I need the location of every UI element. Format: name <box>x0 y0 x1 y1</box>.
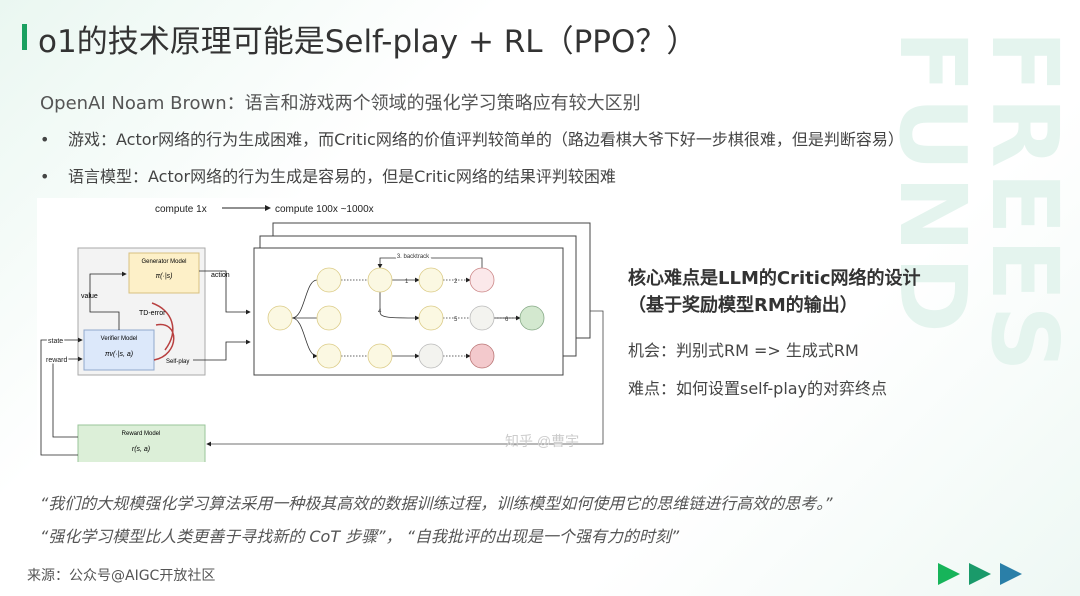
core-line-1: 核心难点是LLM的Critic网络的设计 <box>628 268 921 289</box>
step-1-label: 1 <box>405 279 409 285</box>
core-difficulty: 核心难点是LLM的Critic网络的设计 （基于奖励模型RM的输出） <box>628 265 921 319</box>
opportunity-text: 机会：判别式RM => 生成式RM <box>628 341 859 360</box>
step-5-label: 5 <box>454 317 458 323</box>
reward-model-label: Reward Model <box>122 431 161 437</box>
core-line-2: （基于奖励模型RM的输出） <box>628 295 858 316</box>
verifier-formula: πv(·|s, a) <box>105 351 133 358</box>
bullet-text: 游戏：Actor网络的行为生成困难，而Critic网络的价值评判较简单的（路边看… <box>68 130 904 149</box>
bullet-dot: • <box>40 167 50 186</box>
subtitle: OpenAI Noam Brown：语言和游戏两个领域的强化学习策略应有较大区别 <box>40 93 641 114</box>
title-accent-bar <box>22 24 27 50</box>
verifier-model-box <box>83 329 155 371</box>
brand-arrows-icon <box>938 563 1022 585</box>
value-label: value <box>81 293 98 300</box>
reward-formula: r(s, a) <box>132 446 150 453</box>
backtrack-label: 3. backtrack <box>397 254 430 260</box>
generator-label: Generator Model <box>141 259 186 265</box>
reward-label: reward <box>46 357 68 364</box>
quote-1: “我们的大规模强化学习算法采用一种极其高效的数据训练过程，训练模型如何使用它的思… <box>40 494 833 513</box>
bullet-dot: • <box>40 130 50 149</box>
bullet-text: 语言模型：Actor网络的行为生成是容易的，但是Critic网络的结果评判较困难 <box>68 167 616 186</box>
search-tree-box <box>253 247 564 376</box>
reward-model-box <box>77 424 206 464</box>
tree-nodes <box>267 267 545 369</box>
zhihu-watermark: 知乎 @曹宇 <box>505 433 579 449</box>
page-title: o1的技术原理可能是Self-play + RL（PPO？） <box>38 24 698 60</box>
bullet-game: • 游戏：Actor网络的行为生成困难，而Critic网络的价值评判较简单的（路边… <box>40 126 904 150</box>
self-play-label: Self-play <box>166 359 189 365</box>
quote-2: “强化学习模型比人类更善于寻找新的 CoT 步骤”， “自我批评的出现是一个强有… <box>40 527 680 546</box>
td-error-label: TD-error <box>139 310 166 317</box>
generator-formula: π(·|s) <box>155 273 172 280</box>
verifier-label: Verifier Model <box>101 336 138 342</box>
brand-watermark: FREES FUND <box>879 30 1078 376</box>
step-6-label: 6 <box>505 317 509 323</box>
bullet-language-model: • 语言模型：Actor网络的行为生成是容易的，但是Critic网络的结果评判较困… <box>40 163 616 187</box>
step-2-label: 2 <box>454 279 458 285</box>
compute-1x-label: compute 1x <box>155 204 207 215</box>
generator-model-box <box>128 252 200 294</box>
source-text: 来源：公众号@AIGC开放社区 <box>27 568 216 584</box>
action-label: action <box>211 272 230 279</box>
step-4-label: 4 <box>378 309 382 315</box>
rl-diagram: compute 1x compute 100x ~1000x Generator… <box>37 198 607 464</box>
difficulty-text: 难点：如何设置self-play的对弈终点 <box>628 379 888 398</box>
state-label: state <box>48 338 63 345</box>
compute-100x-label: compute 100x ~1000x <box>275 204 374 215</box>
